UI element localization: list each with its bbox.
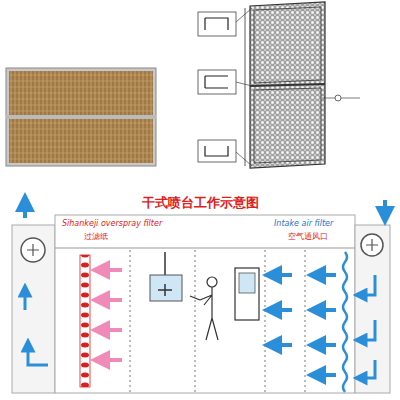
filter-label: Intake air filter [272, 219, 335, 228]
filter-label: Sihankeji overspray filter [60, 219, 164, 228]
filter-label-cn: 过滤纸 [82, 232, 110, 241]
frame-drawing [198, 2, 360, 168]
filter-photo [6, 68, 156, 166]
filter-label-cn: 空气通风口 [286, 232, 330, 241]
booth-diagram [12, 200, 390, 393]
diagram-title: 干式喷台工作示意图 [140, 196, 261, 211]
